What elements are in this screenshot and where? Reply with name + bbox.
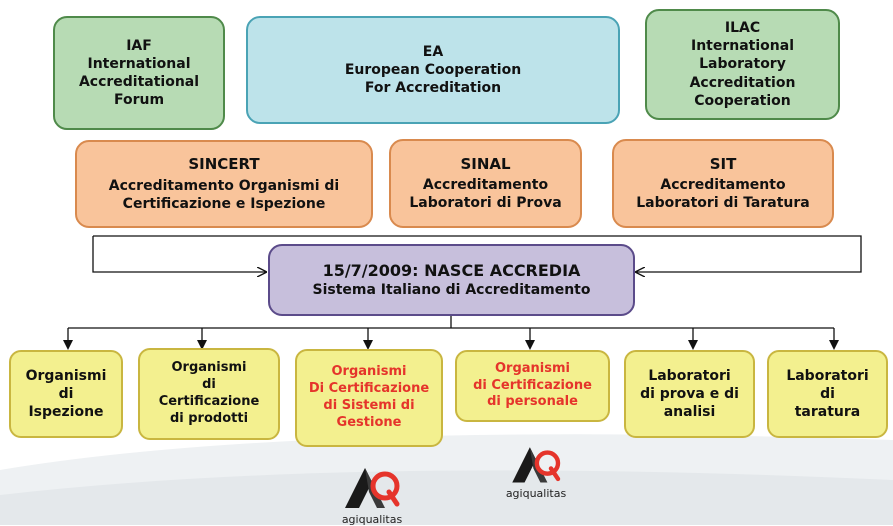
ilac-box: ILAC International Laboratory Accreditat…: [645, 9, 840, 120]
agiqualitas-logo-icon: [512, 447, 561, 483]
agiqualitas-logo-left: agiqualitas: [332, 462, 412, 526]
bottom-5-line-0: Laboratori: [648, 367, 731, 384]
organismi-sistemi-gestione-box: Organismi Di Certificazione di Sistemi d…: [295, 349, 443, 447]
agiqualitas-logo-left-text: agiqualitas: [341, 513, 403, 526]
laboratori-prova-box: Laboratori di prova e di analisi: [624, 350, 755, 438]
bottom-3-line-0: Organismi: [331, 364, 407, 380]
organismi-personale-box: Organismi di Certificazione di personale: [455, 350, 610, 422]
bottom-4-line-2: di personale: [487, 394, 578, 410]
sinal-box: SINAL Accreditamento Laboratori di Prova: [389, 139, 582, 228]
ea-box: EA European Cooperation For Accreditatio…: [246, 16, 620, 124]
sincert-line-2: Certificazione e Ispezione: [122, 195, 326, 212]
sit-title: SIT: [709, 154, 737, 173]
ilac-title: ILAC: [724, 20, 761, 37]
agiqualitas-logo-right: agiqualitas: [496, 442, 576, 500]
bottom-1-line-1: di: [58, 385, 74, 402]
bottom-6-line-2: taratura: [794, 404, 861, 421]
agiqualitas-logo-right-text: agiqualitas: [505, 487, 567, 500]
iaf-box: IAF International Accreditational Forum: [53, 16, 225, 130]
sincert-title: SINCERT: [188, 155, 260, 174]
bottom-6-line-1: di: [820, 385, 835, 402]
ilac-line-1: International Laboratory: [690, 38, 794, 73]
bottom-1-line-2: Ispezione: [28, 404, 104, 421]
bottom-6-line-0: Laboratori: [786, 367, 869, 384]
ilac-line-2: Accreditation: [689, 74, 796, 91]
sincert-box: SINCERT Accreditamento Organismi di Cert…: [75, 140, 373, 228]
sit-line-1: Accreditamento: [660, 177, 786, 194]
bottom-3-line-3: Gestione: [336, 414, 402, 430]
organismi-ispezione-box: Organismi di Ispezione: [9, 350, 123, 438]
iaf-line-1: International: [87, 55, 191, 72]
bottom-2-line-2: Certificazione: [158, 394, 260, 409]
sinal-line-2: Laboratori di Prova: [409, 195, 562, 212]
bottom-4-line-1: di Certificazione: [473, 377, 592, 393]
sinal-line-1: Accreditamento: [422, 177, 549, 194]
ea-line-2: For Accreditation: [364, 80, 502, 97]
ea-line-1: European Cooperation: [344, 61, 522, 78]
laboratori-taratura-box: Laboratori di taratura: [767, 350, 888, 438]
agiqualitas-logo-icon: [345, 468, 400, 508]
iaf-line-3: Forum: [113, 92, 165, 109]
sit-line-2: Laboratori di Taratura: [636, 195, 810, 212]
accredia-subtitle: Sistema Italiano di Accreditamento: [312, 282, 591, 299]
ilac-line-3: Cooperation: [694, 92, 791, 109]
bottom-5-line-1: di prova e di: [640, 385, 739, 402]
ea-title: EA: [422, 43, 444, 60]
sit-box: SIT Accreditamento Laboratori di Taratur…: [612, 139, 834, 228]
bottom-3-line-1: Di Certificazione: [308, 381, 430, 397]
organismi-prodotti-box: Organismi di Certificazione di prodotti: [138, 348, 280, 440]
sincert-line-1: Accreditamento Organismi di: [108, 177, 340, 194]
bottom-5-line-2: analisi: [663, 404, 716, 421]
iaf-title: IAF: [126, 37, 152, 54]
bottom-2-line-1: di: [202, 377, 216, 393]
accredia-box: 15/7/2009: NASCE ACCREDIA Sistema Italia…: [268, 244, 635, 316]
bottom-4-line-0: Organismi: [495, 360, 570, 376]
bottom-2-line-3: di prodotti: [169, 410, 249, 426]
bottom-1-line-0: Organismi: [25, 367, 107, 384]
sinal-title: SINAL: [460, 154, 511, 173]
bottom-3-line-2: di Sistemi di: [323, 398, 415, 413]
accredia-title: 15/7/2009: NASCE ACCREDIA: [322, 260, 581, 280]
bottom-2-line-0: Organismi: [171, 360, 247, 376]
iaf-line-2: Accreditational: [78, 74, 200, 90]
